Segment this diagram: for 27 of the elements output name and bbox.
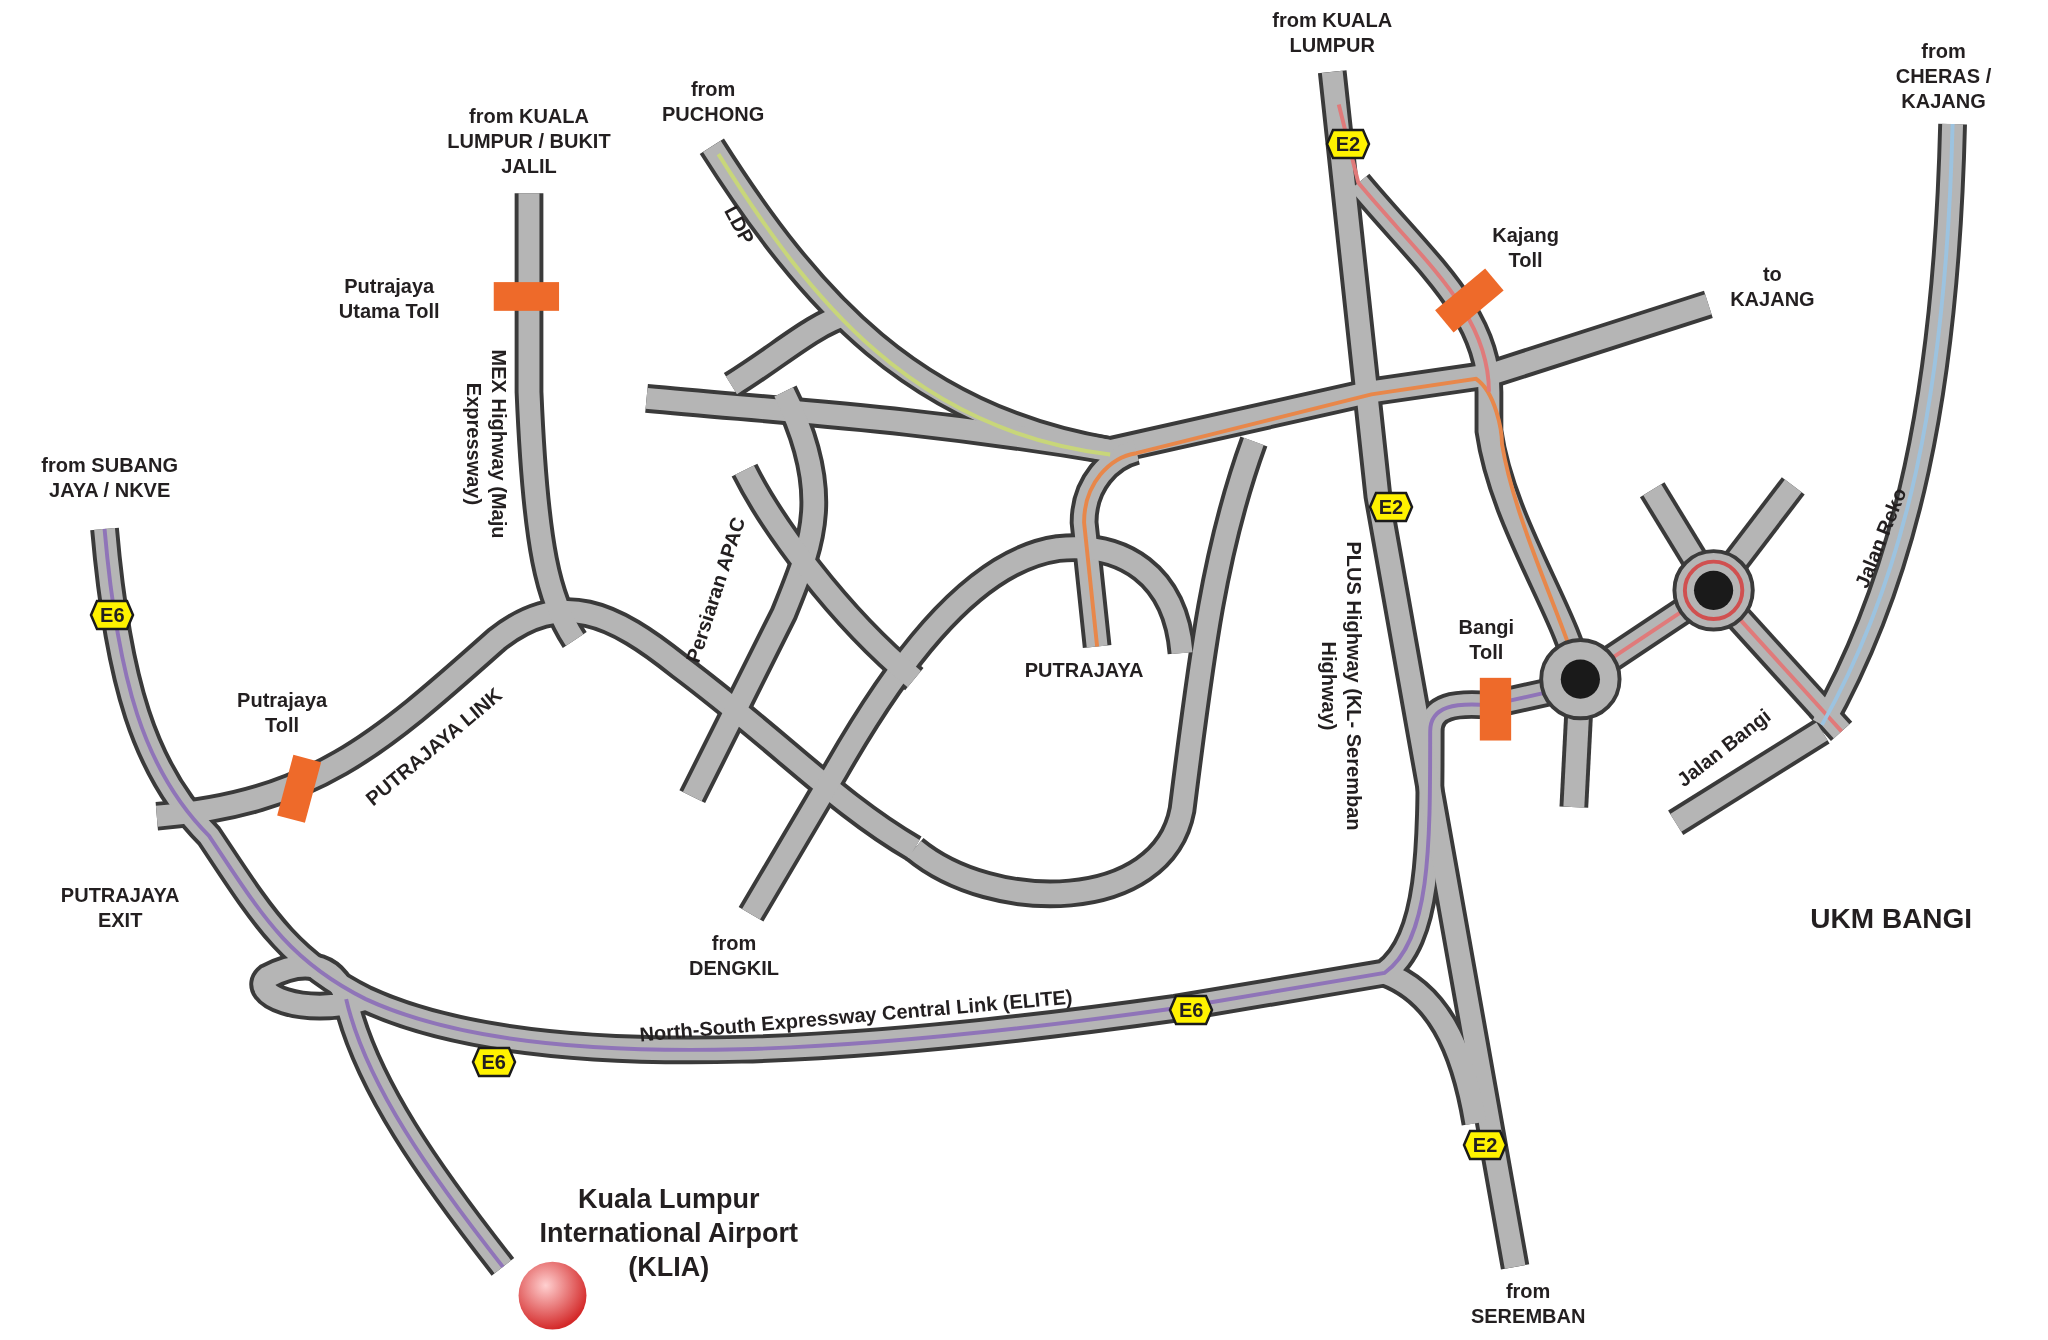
map-label: Kajang Toll: [1491, 223, 1560, 274]
map-label: from CHERAS / KAJANG: [1894, 38, 1993, 114]
route-shield: E2: [1368, 490, 1414, 523]
map-label: from DENGKIL: [688, 931, 781, 982]
map-label: UKM BANGI: [1809, 901, 1974, 936]
map-label: to KAJANG: [1729, 262, 1816, 313]
map-label: Putrajaya Utama Toll: [337, 274, 441, 325]
map-label: PUTRAJAYA EXIT: [59, 882, 181, 933]
map-label: Jalan Reko: [1849, 483, 1912, 593]
route-shield: E2: [1462, 1129, 1509, 1162]
map-label: from PUCHONG: [661, 76, 766, 127]
map-label: North-South Expressway Central Link (ELITE): [637, 984, 1074, 1048]
route-shield: E6: [1168, 993, 1215, 1026]
map-label: MEX Highway (Maju Expressway): [461, 348, 511, 541]
map-label: from SUBANG JAYA / NKVE: [40, 453, 180, 504]
map-label: LDP: [719, 200, 760, 250]
map-label: from KUALA LUMPUR: [1271, 7, 1394, 58]
map-label: PLUS Highway (KL- Seremban Highway): [1317, 540, 1367, 833]
map-label: Kuala Lumpur International Airport (KLIA): [538, 1183, 799, 1285]
route-shield: E6: [470, 1045, 517, 1078]
route-shield: E2: [1324, 127, 1371, 160]
map-label: Putrajaya Toll: [236, 688, 329, 739]
map-label: from SEREMBAN: [1469, 1278, 1587, 1329]
route-shield: E6: [89, 599, 136, 632]
map-label: Bangi Toll: [1457, 615, 1516, 665]
map-label: PUTRAJAYA: [1023, 657, 1145, 683]
map-label: from KUALA LUMPUR / BUKIT JALIL: [446, 103, 612, 179]
